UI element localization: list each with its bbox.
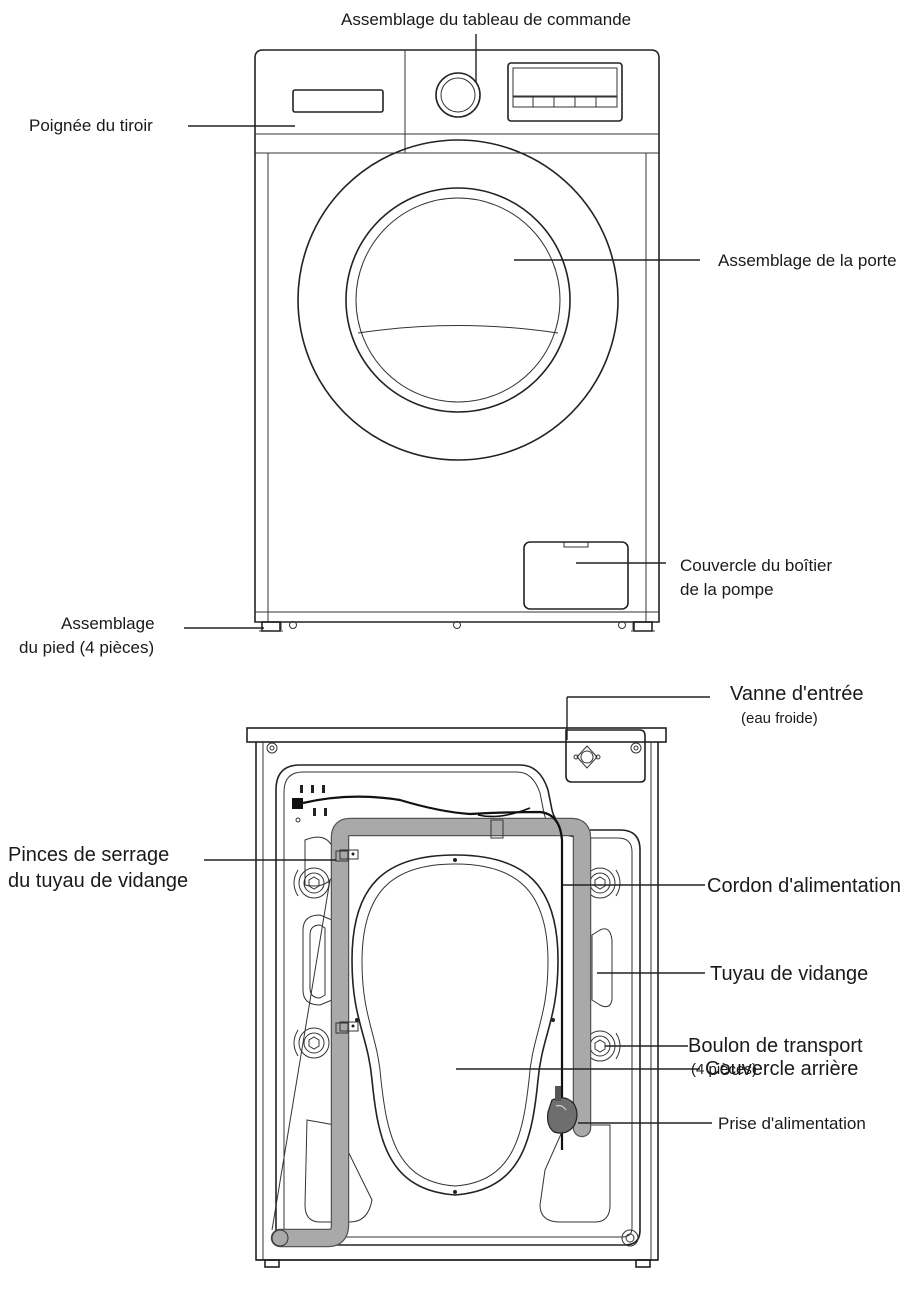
display-panel <box>507 62 623 122</box>
label-pump-cover-line1: Couvercle du boîtier <box>680 556 833 575</box>
label-control-panel: Assemblage du tableau de commande <box>341 10 632 29</box>
label-drawer-handle: Poignée du tiroir <box>29 116 153 135</box>
program-knob <box>435 72 481 118</box>
label-drain-hose: Tuyau de vidange <box>710 963 869 985</box>
power-cord <box>302 795 564 1150</box>
rear-top-cap <box>246 727 667 743</box>
label-transport-bolt-note: (4 pièces) <box>691 1061 757 1078</box>
label-rear-cover: Couvercle arrière <box>705 1058 859 1080</box>
feet <box>259 621 655 632</box>
label-power-plug: Prise d'alimentation <box>718 1114 866 1133</box>
label-inlet-valve: Vanne d'entrée <box>730 683 864 705</box>
label-inlet-valve-note: (eau froide) <box>741 710 818 727</box>
label-power-cord: Cordon d'alimentation <box>707 875 901 897</box>
front-cabinet <box>254 49 660 623</box>
rear-view <box>204 696 712 1268</box>
pump-cover <box>523 541 629 610</box>
door-assembly <box>297 139 619 461</box>
hose-clamps <box>339 849 359 1032</box>
label-transport-bolt: Boulon de transport <box>688 1035 863 1057</box>
label-door-assembly: Assemblage de la porte <box>718 251 897 270</box>
board-terminals <box>292 785 327 823</box>
label-hose-clamps-line2: du tuyau de vidange <box>8 870 189 892</box>
drawer-handle <box>292 89 384 113</box>
label-hose-clamps-line1: Pinces de serrage <box>8 844 170 866</box>
inlet-valve <box>565 729 646 783</box>
front-view <box>184 34 700 632</box>
label-foot-line2: du pied (4 pièces) <box>19 638 155 657</box>
rear-cover <box>351 854 559 1196</box>
label-pump-cover-line2: de la pompe <box>680 580 774 599</box>
drain-hose <box>270 817 592 1248</box>
power-plug <box>547 1086 578 1134</box>
label-foot-line1: Assemblage <box>61 614 155 633</box>
